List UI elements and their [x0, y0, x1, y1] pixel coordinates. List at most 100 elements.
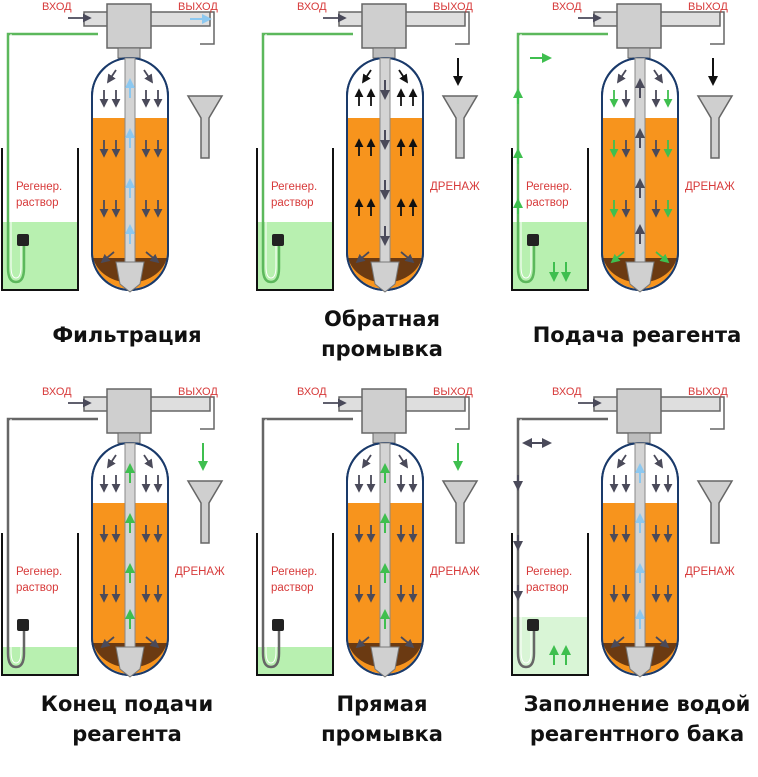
regen-solution-label: раствор	[271, 197, 314, 209]
control-valve-head	[616, 3, 662, 49]
panel-title: промывка	[321, 722, 443, 746]
brine-tank	[256, 148, 334, 291]
flow-arrow	[145, 636, 160, 649]
brine-valve	[272, 619, 284, 631]
outlet-pipe	[710, 11, 725, 45]
drain-label: ДРЕНАЖ	[685, 566, 735, 578]
flow-arrow	[145, 251, 160, 264]
flow-arrow	[617, 454, 627, 469]
drain-funnel	[441, 480, 479, 544]
flow-arrow	[355, 251, 370, 264]
inlet-label: ВХОД	[42, 1, 72, 13]
flow-arrow	[653, 454, 663, 469]
brine-valve	[17, 619, 29, 631]
flow-arrow	[398, 454, 408, 469]
brine-pipe	[516, 417, 608, 669]
regen-solution-label: раствор	[16, 582, 59, 594]
control-valve-head	[106, 388, 152, 434]
flow-arrow	[143, 454, 153, 469]
outlet-pipe	[200, 396, 215, 430]
flow-arrow	[653, 69, 663, 84]
inlet-label: ВХОД	[297, 1, 327, 13]
valve-neck	[627, 432, 651, 444]
brine-solution	[2, 647, 78, 675]
regen-solution-label: Регенер.	[16, 566, 62, 578]
outlet-label: ВЫХОД	[178, 386, 218, 398]
outlet-label: ВЫХОД	[433, 1, 473, 13]
distributor	[625, 261, 655, 293]
regen-solution-label: Регенер.	[16, 181, 62, 193]
flow-arrow	[355, 636, 370, 649]
outlet-label: ВЫХОД	[688, 386, 728, 398]
panel-title: реагента	[72, 722, 182, 746]
brine-pipe	[516, 32, 608, 284]
regen-solution-label: раствор	[526, 197, 569, 209]
outlet-pipe	[455, 11, 470, 45]
inlet-label: ВХОД	[42, 386, 72, 398]
brine-tank	[1, 148, 79, 291]
brine-pipe-inner	[10, 34, 22, 279]
outlet-pipe	[455, 396, 470, 430]
brine-pipe	[6, 417, 98, 669]
flow-arrow	[655, 636, 670, 649]
flow-arrow	[107, 454, 117, 469]
brine-pipe	[261, 32, 353, 284]
panel-title: Конец подачи	[41, 692, 213, 716]
regen-solution-label: Регенер.	[526, 181, 572, 193]
regen-solution-label: раствор	[271, 582, 314, 594]
brine-valve	[527, 234, 539, 246]
flow-arrow	[107, 69, 117, 84]
flow-arrow	[143, 69, 153, 84]
flow-arrow	[655, 251, 670, 264]
outlet-pipe	[200, 11, 215, 45]
panel-title: Обратная	[324, 307, 440, 331]
brine-solution	[257, 647, 333, 675]
brine-pipe	[261, 417, 353, 669]
panel-title: Подача реагента	[533, 323, 742, 347]
flow-arrow	[610, 251, 625, 264]
valve-neck	[372, 432, 396, 444]
panel-title: Заполнение водой	[524, 692, 751, 716]
regen-solution-label: раствор	[526, 582, 569, 594]
panel-title: Фильтрация	[52, 323, 201, 347]
brine-pipe-inner	[10, 419, 22, 664]
drain-label: ДРЕНАЖ	[430, 181, 480, 193]
brine-pipe-inner	[265, 419, 277, 664]
regen-solution-label: раствор	[16, 197, 59, 209]
drain-funnel	[186, 95, 224, 159]
control-valve-head	[106, 3, 152, 49]
brine-pipe	[6, 32, 98, 284]
distributor	[370, 646, 400, 678]
inlet-label: ВХОД	[552, 1, 582, 13]
flow-arrow	[398, 69, 408, 84]
drain-funnel	[441, 95, 479, 159]
flow-arrow	[617, 69, 627, 84]
panel-title: Прямая	[337, 692, 428, 716]
inlet-label: ВХОД	[297, 386, 327, 398]
panel-title: реагентного бака	[530, 722, 744, 746]
brine-pipe-inner	[520, 419, 532, 664]
drain-funnel	[186, 480, 224, 544]
brine-valve	[272, 234, 284, 246]
drain-label: ДРЕНАЖ	[430, 566, 480, 578]
brine-solution	[2, 222, 78, 290]
flow-arrow	[362, 454, 372, 469]
valve-neck	[372, 47, 396, 59]
brine-solution	[257, 222, 333, 290]
brine-tank	[1, 533, 79, 676]
control-valve-head	[616, 388, 662, 434]
outlet-label: ВЫХОД	[688, 1, 728, 13]
valve-neck	[117, 47, 141, 59]
control-valve-head	[361, 3, 407, 49]
brine-tank	[511, 533, 589, 676]
brine-tank	[256, 533, 334, 676]
flow-arrow	[100, 636, 115, 649]
flow-arrow	[362, 69, 372, 84]
regen-solution-label: Регенер.	[271, 566, 317, 578]
